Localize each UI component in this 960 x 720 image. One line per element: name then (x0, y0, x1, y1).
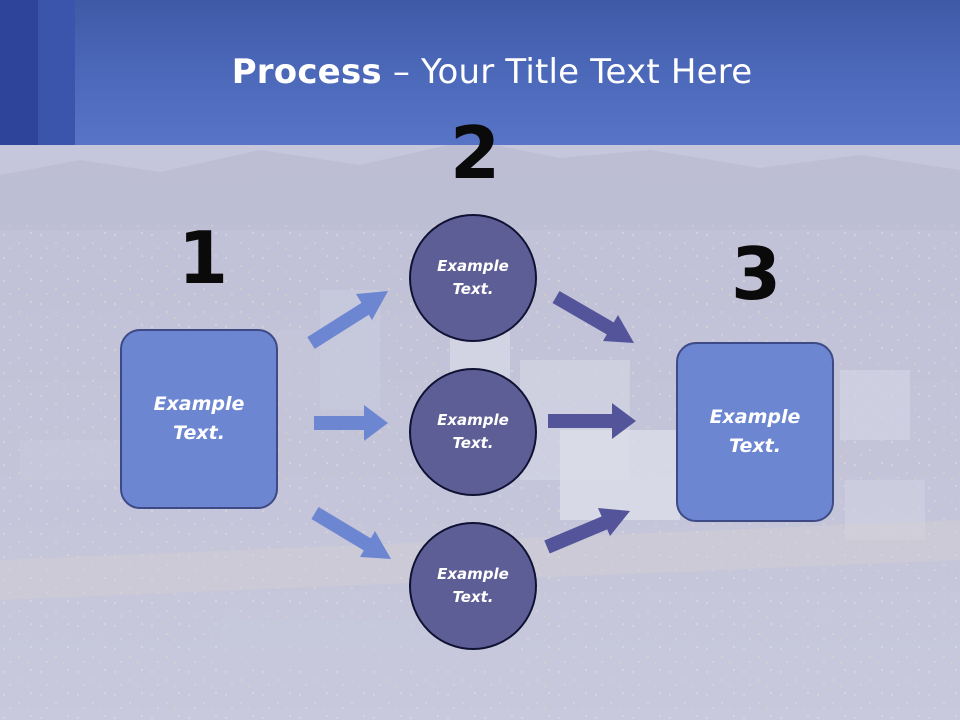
circle-top-line1: Example (437, 257, 509, 275)
circle-middle-line2: Text. (452, 434, 494, 452)
circle-middle-line1: Example (437, 411, 509, 429)
step-3-box: Example Text. (676, 342, 834, 522)
step-1-box: Example Text. (120, 329, 278, 509)
step-2-circle-middle: Example Text. (409, 368, 537, 496)
circle-top-line2: Text. (452, 280, 494, 298)
step-3-box-line2: Text. (729, 435, 781, 457)
step-1-box-line1: Example (153, 393, 245, 415)
circle-bottom-line1: Example (437, 565, 509, 583)
step-number-3: 3 (731, 232, 782, 316)
slide-title-bold: Process (231, 52, 382, 92)
step-2-circle-bottom: Example Text. (409, 522, 537, 650)
step-number-2: 2 (450, 111, 501, 195)
step-1-box-line2: Text. (173, 422, 225, 444)
circle-bottom-line2: Text. (452, 588, 494, 606)
header-accent-strip-dark (0, 0, 38, 145)
header-accent-strip-mid (38, 0, 75, 145)
step-2-circle-top: Example Text. (409, 214, 537, 342)
step-number-1: 1 (178, 216, 229, 300)
step-3-box-line1: Example (709, 406, 801, 428)
slide-title: Process – Your Title Text Here (0, 52, 960, 92)
slide-title-rest: – Your Title Text Here (381, 52, 753, 92)
header-band (0, 0, 960, 145)
